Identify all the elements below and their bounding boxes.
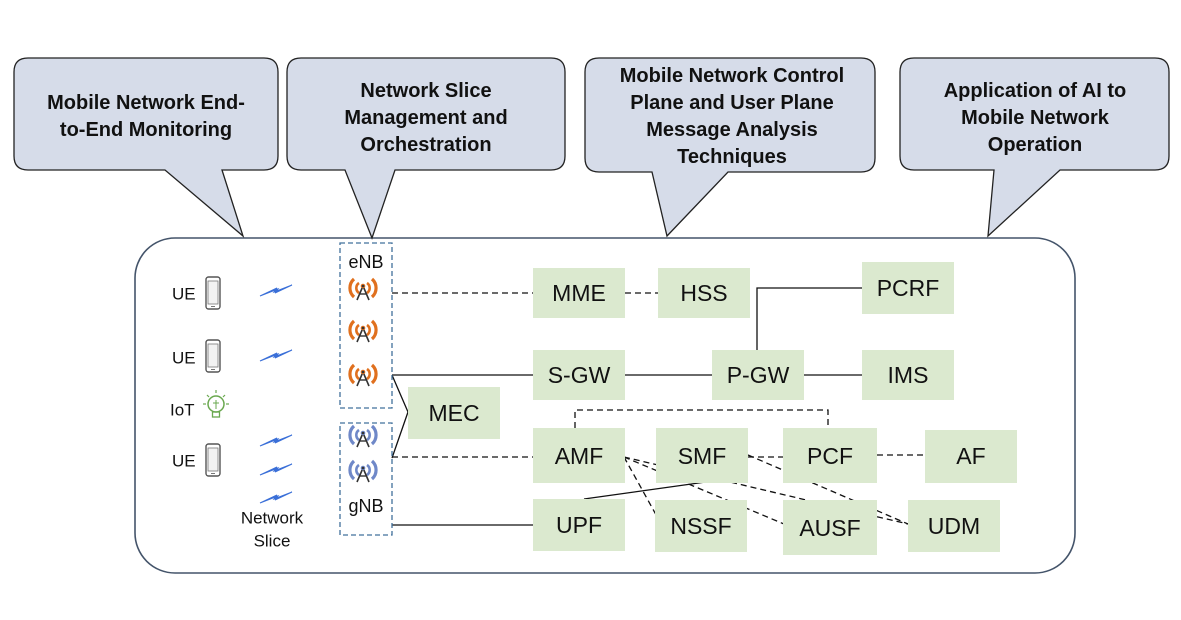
- link-amf-ausf: [623, 456, 785, 525]
- callout-monitoring-line-1: Mobile Network End-: [47, 92, 245, 114]
- node-amf-label: AMF: [555, 443, 604, 469]
- device-label: UE: [172, 349, 196, 368]
- callout-ai-bubble: [899, 57, 1170, 238]
- gnb-label: gNB: [348, 496, 383, 516]
- network-slice-label-line-2: Slice: [254, 532, 291, 551]
- callout-ai: Application of AI to Mobile Network Oper…: [899, 57, 1170, 238]
- network-functions: MME HSS PCRF S-GW P-GW IMS MEC AMF: [408, 262, 1017, 555]
- network-panel: [134, 237, 1076, 574]
- node-pgw-label: P-GW: [727, 362, 790, 388]
- device-label: IoT: [170, 401, 195, 420]
- node-mme: MME: [533, 268, 625, 318]
- callout-slice: Network Slice Management and Orchestrati…: [286, 57, 566, 240]
- node-af-label: AF: [956, 443, 985, 469]
- callout-monitoring-line-2: to-End Monitoring: [60, 119, 232, 141]
- enb-group-box: [339, 242, 393, 409]
- network-slice-label-line-1: Network: [241, 509, 304, 528]
- callout-slice-bubble: [286, 57, 566, 240]
- node-pcrf-label: PCRF: [877, 275, 940, 301]
- node-mec-label: MEC: [428, 400, 479, 426]
- node-sgw: S-GW: [533, 350, 625, 400]
- node-upf: UPF: [533, 499, 625, 551]
- link-smf-upf: [583, 479, 721, 500]
- node-nssf-label: NSSF: [670, 513, 731, 539]
- callout-slice-line-2: Management and: [344, 107, 507, 129]
- node-smf: SMF: [656, 428, 748, 483]
- node-sgw-label: S-GW: [548, 362, 611, 388]
- node-pcf: PCF: [783, 428, 877, 483]
- node-mec: MEC: [408, 387, 500, 439]
- callout-ai-line-1: Application of AI to: [944, 80, 1127, 102]
- callout-message-bubble: [584, 57, 876, 238]
- node-pgw: P-GW: [712, 350, 804, 400]
- node-af: AF: [925, 430, 1017, 483]
- smartphone-icon: [205, 339, 221, 373]
- callout-message-line-3: Message Analysis: [646, 119, 818, 141]
- callout-message-line-2: Plane and User Plane: [630, 92, 833, 114]
- link-smf-udm: [747, 454, 909, 525]
- link-pgw-pcrf: [756, 287, 862, 350]
- device-label: UE: [172, 285, 196, 304]
- smartphone-icon: [205, 276, 221, 310]
- callout-ai-line-3: Operation: [988, 134, 1082, 156]
- node-pcrf: PCRF: [862, 262, 954, 314]
- callout-message-line-1: Mobile Network Control: [620, 65, 844, 87]
- link-amf-pcf-bracket: [574, 409, 829, 428]
- node-ausf: AUSF: [783, 500, 877, 555]
- link-amf-nssf: [623, 456, 661, 523]
- lightbulb-icon: [203, 390, 229, 418]
- node-ims-label: IMS: [888, 362, 929, 388]
- node-ims: IMS: [862, 350, 954, 400]
- callout-monitoring-bubble: [13, 57, 279, 238]
- device-label: UE: [172, 452, 196, 471]
- node-ausf-label: AUSF: [799, 515, 860, 541]
- node-smf-label: SMF: [678, 443, 727, 469]
- node-udm: UDM: [908, 500, 1000, 552]
- node-upf-label: UPF: [556, 512, 602, 538]
- callout-message: Mobile Network Control Plane and User Pl…: [584, 57, 876, 238]
- enb-label: eNB: [348, 252, 383, 272]
- node-amf: AMF: [533, 428, 625, 483]
- callout-slice-line-3: Orchestration: [360, 134, 491, 156]
- connections: [391, 287, 925, 526]
- node-udm-label: UDM: [928, 513, 980, 539]
- node-hss-label: HSS: [680, 280, 727, 306]
- node-hss: HSS: [658, 268, 750, 318]
- smartphone-icon: [205, 443, 221, 477]
- callout-ai-line-2: Mobile Network: [961, 107, 1110, 129]
- callout-message-line-4: Techniques: [677, 146, 787, 168]
- callout-monitoring: Mobile Network End- to-End Monitoring: [13, 57, 279, 238]
- node-mme-label: MME: [552, 280, 606, 306]
- gnb-group-box: [339, 422, 393, 536]
- node-pcf-label: PCF: [807, 443, 853, 469]
- node-nssf: NSSF: [655, 500, 747, 552]
- callout-slice-line-1: Network Slice: [360, 80, 491, 102]
